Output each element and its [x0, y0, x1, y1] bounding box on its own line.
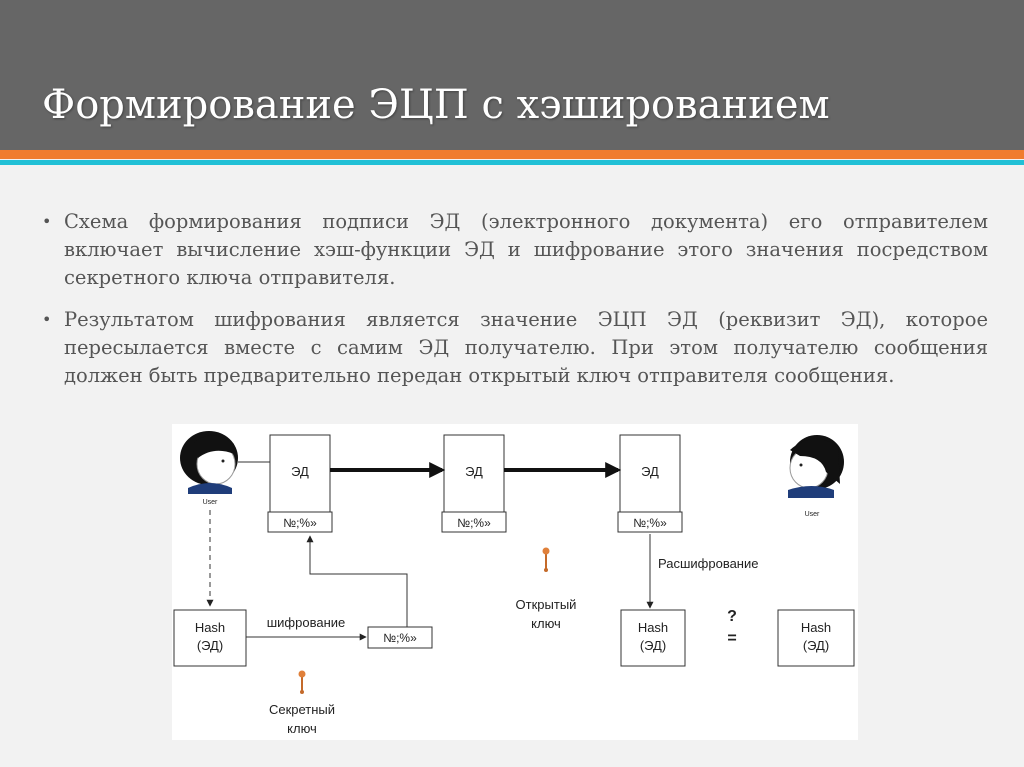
document-box-receiver: ЭД №;%» — [617, 434, 683, 533]
hash-label: Hash — [195, 620, 225, 635]
sender-user-icon: User — [180, 431, 238, 506]
signature-label: №;%» — [383, 631, 417, 645]
hash-box-decrypted: Hash (ЭД) — [620, 609, 686, 667]
public-key-label: Открытый — [516, 597, 577, 612]
hash-label: Hash — [638, 620, 668, 635]
secret-key-icon — [298, 670, 306, 694]
public-key-label: ключ — [531, 616, 561, 631]
slide-title: Формирование ЭЦП с хэшированием — [42, 82, 830, 128]
secret-key-label: ключ — [287, 721, 317, 736]
document-label: ЭД — [291, 464, 309, 479]
signature-field — [267, 511, 333, 533]
hash-label: (ЭД) — [197, 638, 223, 653]
attach-signature-arrow — [306, 535, 408, 627]
secret-key-label: Секретный — [269, 702, 335, 717]
signature-field — [441, 511, 507, 533]
bullet-text: Схема формирования подписи ЭД (электронн… — [64, 210, 988, 289]
slide-content: • Схема формирования подписи ЭД (электрон… — [40, 208, 988, 404]
signature-label: №;%» — [457, 516, 491, 530]
document-label: ЭД — [641, 464, 659, 479]
bullet-item: • Схема формирования подписи ЭД (электрон… — [40, 208, 988, 292]
accent-stripe-teal — [0, 160, 1024, 165]
sender-user-label: User — [203, 499, 218, 506]
bullet-text: Результатом шифрования является значение… — [64, 308, 988, 387]
document-label: ЭД — [465, 464, 483, 479]
compare-question-mark: ? — [727, 608, 737, 625]
hash-box-sender: Hash (ЭД) — [173, 609, 247, 667]
signature-label: №;%» — [633, 516, 667, 530]
bullet-dot-icon: • — [42, 310, 52, 329]
signature-field — [617, 511, 683, 533]
hash-label: Hash — [801, 620, 831, 635]
slide-header: Формирование ЭЦП с хэшированием — [0, 0, 1024, 150]
receiver-user-label: User — [805, 511, 820, 518]
bullet-dot-icon: • — [42, 212, 52, 231]
receiver-user-icon: User — [788, 435, 844, 518]
hash-label: (ЭД) — [640, 638, 666, 653]
compare-equals-sign: = — [727, 630, 736, 647]
signature-scheme-diagram: User User ЭД №;%» ЭД №;%» — [172, 424, 858, 740]
signature-label: №;%» — [283, 516, 317, 530]
accent-stripe-orange — [0, 150, 1024, 159]
bullet-item: • Результатом шифрования является значени… — [40, 306, 988, 390]
decrypt-label: Расшифрование — [658, 556, 758, 571]
public-key-icon — [542, 547, 550, 572]
hash-box-recomputed: Hash (ЭД) — [777, 609, 855, 667]
encrypt-label: шифрование — [267, 615, 346, 630]
document-box-sender: ЭД №;%» — [267, 434, 333, 533]
encrypted-signature-box — [367, 626, 433, 649]
document-box-transit: ЭД №;%» — [441, 434, 507, 533]
hash-label: (ЭД) — [803, 638, 829, 653]
